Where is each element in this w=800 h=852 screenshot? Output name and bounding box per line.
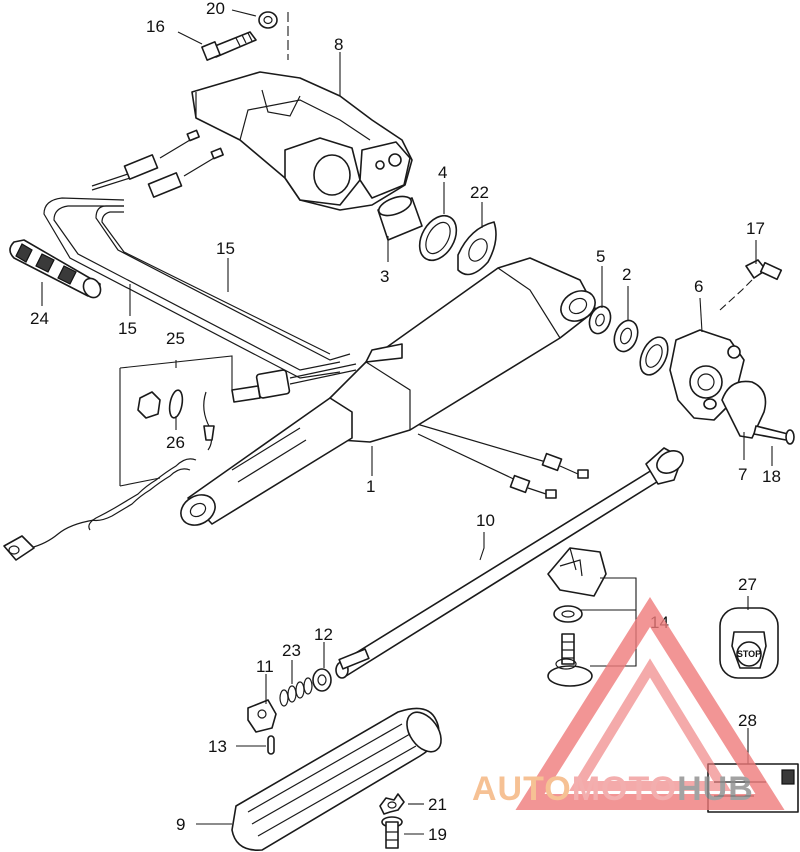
throttle-stop-14 (547, 547, 607, 687)
washer-26 (168, 389, 184, 419)
automotohub-watermark: AUTOMOTOHUB (472, 597, 785, 810)
callout-4: 4 (438, 163, 447, 182)
tiller-bracket (191, 71, 413, 211)
washer-20 (258, 11, 278, 29)
lock-washer-21 (379, 793, 405, 815)
callout-8: 8 (334, 35, 343, 54)
callout-18: 18 (762, 467, 781, 486)
screw-18 (753, 425, 795, 445)
pin-13 (267, 735, 275, 755)
stop-switch-27: STOP (719, 607, 779, 679)
nut-11 (247, 699, 277, 733)
bolt-16 (201, 31, 257, 61)
bolt-17 (719, 259, 783, 311)
plate-22 (457, 221, 497, 276)
callout-9: 9 (176, 815, 185, 834)
bushing-3 (377, 195, 423, 241)
watermark-text: AUTOMOTOHUB (472, 770, 754, 808)
callout-12: 12 (314, 625, 333, 644)
throttle-grip-9 (231, 707, 442, 851)
callout-17: 17 (746, 219, 765, 238)
callout-labels: 20 16 8 4 22 3 15 24 15 25 26 5 2 6 17 1… (30, 0, 781, 844)
callout-26: 26 (166, 433, 185, 452)
callout-23: 23 (282, 641, 301, 660)
watermark-auto: AUTO (472, 770, 572, 808)
callout-27: 27 (738, 575, 757, 594)
callout-19: 19 (428, 825, 447, 844)
screw-19 (381, 816, 403, 849)
callout-7: 7 (738, 465, 747, 484)
callout-1: 1 (366, 477, 375, 496)
spring-23 (279, 677, 313, 707)
callout-20: 20 (206, 0, 225, 18)
callout-10: 10 (476, 511, 495, 530)
callout-24: 24 (30, 309, 49, 328)
callout-11: 11 (256, 657, 274, 676)
grip-24 (9, 239, 102, 299)
stop-label: STOP (737, 649, 761, 659)
throttle-cables-15 (43, 129, 589, 499)
watermark-hub: HUB (677, 770, 754, 808)
watermark-triangle-inner (569, 658, 731, 791)
washer-5 (588, 305, 612, 335)
watermark-moto: MOTO (572, 770, 677, 808)
watermark-triangle (515, 597, 785, 810)
plate-7 (703, 380, 767, 439)
lanyard-cord (3, 391, 215, 561)
collar-12 (312, 668, 332, 692)
callout-13: 13 (208, 737, 227, 756)
callout-16: 16 (146, 17, 165, 36)
callout-25: 25 (166, 329, 185, 348)
callout-22: 22 (470, 183, 489, 202)
nut-25 (137, 391, 161, 419)
washer-4 (418, 214, 458, 262)
callout-6: 6 (694, 277, 703, 296)
callout-21: 21 (428, 795, 447, 814)
callout-3: 3 (380, 267, 389, 286)
callout-15-upper: 15 (216, 239, 235, 258)
callout-2: 2 (622, 265, 631, 284)
bushing-2 (613, 319, 639, 353)
throttle-shaft-10 (335, 447, 684, 679)
callout-5: 5 (596, 247, 605, 266)
callout-15-lower: 15 (118, 319, 137, 338)
stop-switch-connector (231, 363, 357, 403)
callout-28: 28 (738, 711, 757, 730)
